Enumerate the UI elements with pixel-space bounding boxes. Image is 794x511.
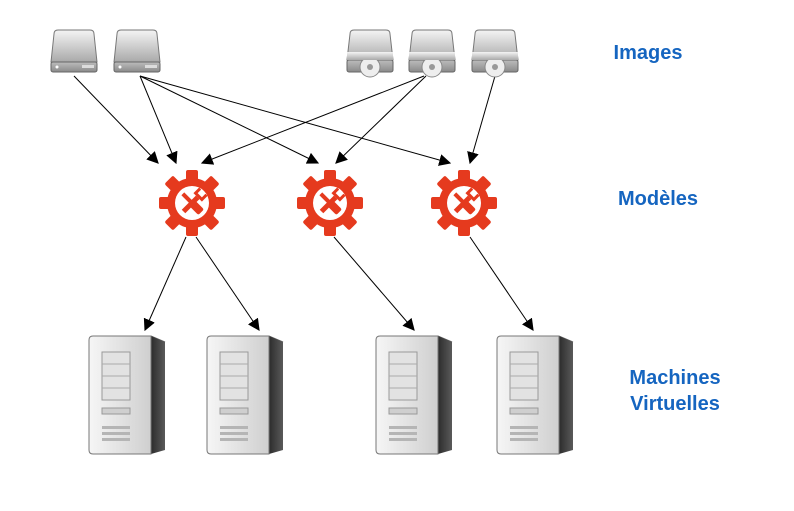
nodes — [50, 29, 574, 455]
server-tower-icon — [375, 335, 453, 455]
arrow-tpl3-to-vm4 — [469, 236, 534, 331]
arrow-img1-to-tpl1 — [73, 75, 159, 164]
gear-tools-icon — [431, 170, 497, 236]
arrow-tpl1-to-vm2 — [195, 236, 260, 331]
arrow-tpl2-to-vm3 — [333, 236, 415, 331]
arrow-tpl1-to-vm1 — [143, 236, 187, 332]
arrow-img4-to-tpl2 — [335, 75, 427, 164]
arrow-img4-to-tpl1 — [200, 75, 425, 165]
hard-drive-icon — [113, 29, 161, 73]
optical-drive-icon — [346, 29, 394, 78]
arrow-img5-to-tpl3 — [467, 75, 496, 165]
server-tower-icon — [206, 335, 284, 455]
gear-tools-icon — [297, 170, 363, 236]
arrow-img2-to-tpl3 — [139, 75, 452, 166]
server-tower-icon — [496, 335, 574, 455]
hard-drive-icon — [50, 29, 98, 73]
templates-tier-label: Modèles — [617, 188, 699, 210]
arrow-img2-to-tpl2 — [139, 75, 320, 164]
server-tower-icon — [88, 335, 166, 455]
images-tier-label: Images — [613, 42, 683, 64]
arrow-img2-to-tpl1 — [139, 75, 178, 165]
optical-drive-icon — [408, 29, 456, 78]
optical-drive-icon — [471, 29, 519, 78]
vms-label-line1: Machines — [629, 367, 721, 389]
vms-label-line2: Virtuelles — [630, 393, 720, 415]
gear-tools-icon — [159, 170, 225, 236]
arrows — [73, 75, 534, 332]
vms-tier-label: Machines Virtuelles — [600, 365, 750, 417]
